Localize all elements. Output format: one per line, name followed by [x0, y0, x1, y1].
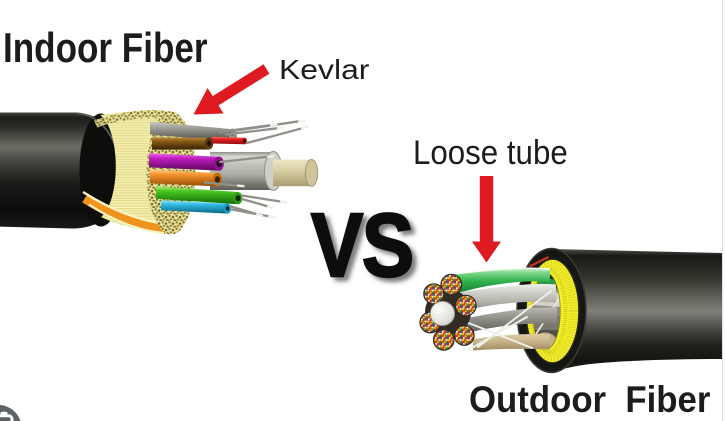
svg-text:VS: VS — [311, 195, 413, 295]
svg-text:Loose tube: Loose tube — [413, 133, 568, 172]
svg-text:Outdoor Fiber: Outdoor Fiber — [469, 379, 710, 420]
svg-text:Kevlar: Kevlar — [279, 55, 369, 86]
svg-text:Indoor Fiber: Indoor Fiber — [3, 25, 208, 72]
